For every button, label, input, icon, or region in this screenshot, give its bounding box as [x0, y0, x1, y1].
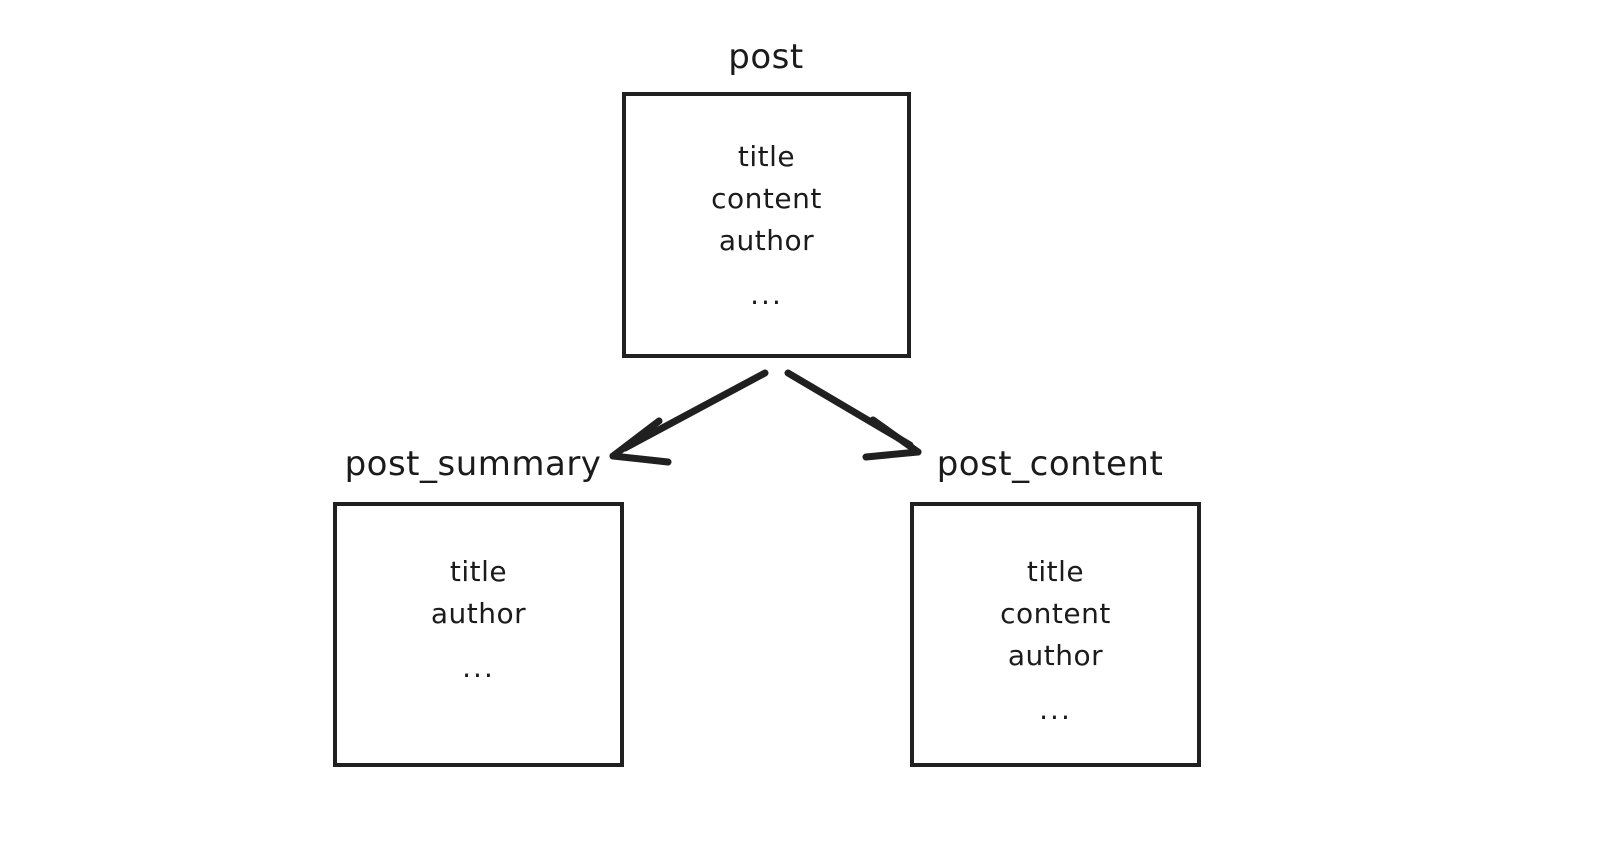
node-label-post-summary: post_summary [344, 444, 602, 484]
node-label-post-content: post_content [936, 444, 1164, 484]
field-list-post: title content author ... [626, 136, 907, 316]
entity-box-post-summary: title author ... [333, 502, 624, 767]
edge-post-to-post-content [784, 369, 922, 461]
node-label-post: post [728, 37, 804, 77]
field-title: title [449, 555, 508, 588]
field-author: author [430, 597, 527, 630]
field-author: author [1007, 639, 1104, 672]
arrowhead-barb-upper [869, 416, 922, 456]
field-ellipsis: ... [750, 278, 783, 311]
field-ellipsis: ... [462, 651, 495, 684]
field-ellipsis: ... [1039, 693, 1072, 726]
field-author: author [718, 224, 815, 257]
arrowhead-barb-lower [862, 448, 922, 461]
entity-box-post-content: title content author ... [910, 502, 1201, 767]
arrowhead-barb-upper [609, 417, 663, 460]
field-list-post-summary: title author ... [337, 551, 620, 689]
edge-line [621, 369, 769, 452]
arrowhead-barb-lower [609, 452, 672, 466]
field-title: title [1026, 555, 1085, 588]
field-content: content [711, 182, 822, 215]
field-title: title [737, 140, 796, 173]
edge-line [784, 369, 914, 449]
field-list-post-content: title content author ... [914, 551, 1197, 731]
entity-box-post: title content author ... [622, 92, 911, 358]
field-content: content [1000, 597, 1111, 630]
edge-post-to-post-summary [609, 369, 769, 466]
